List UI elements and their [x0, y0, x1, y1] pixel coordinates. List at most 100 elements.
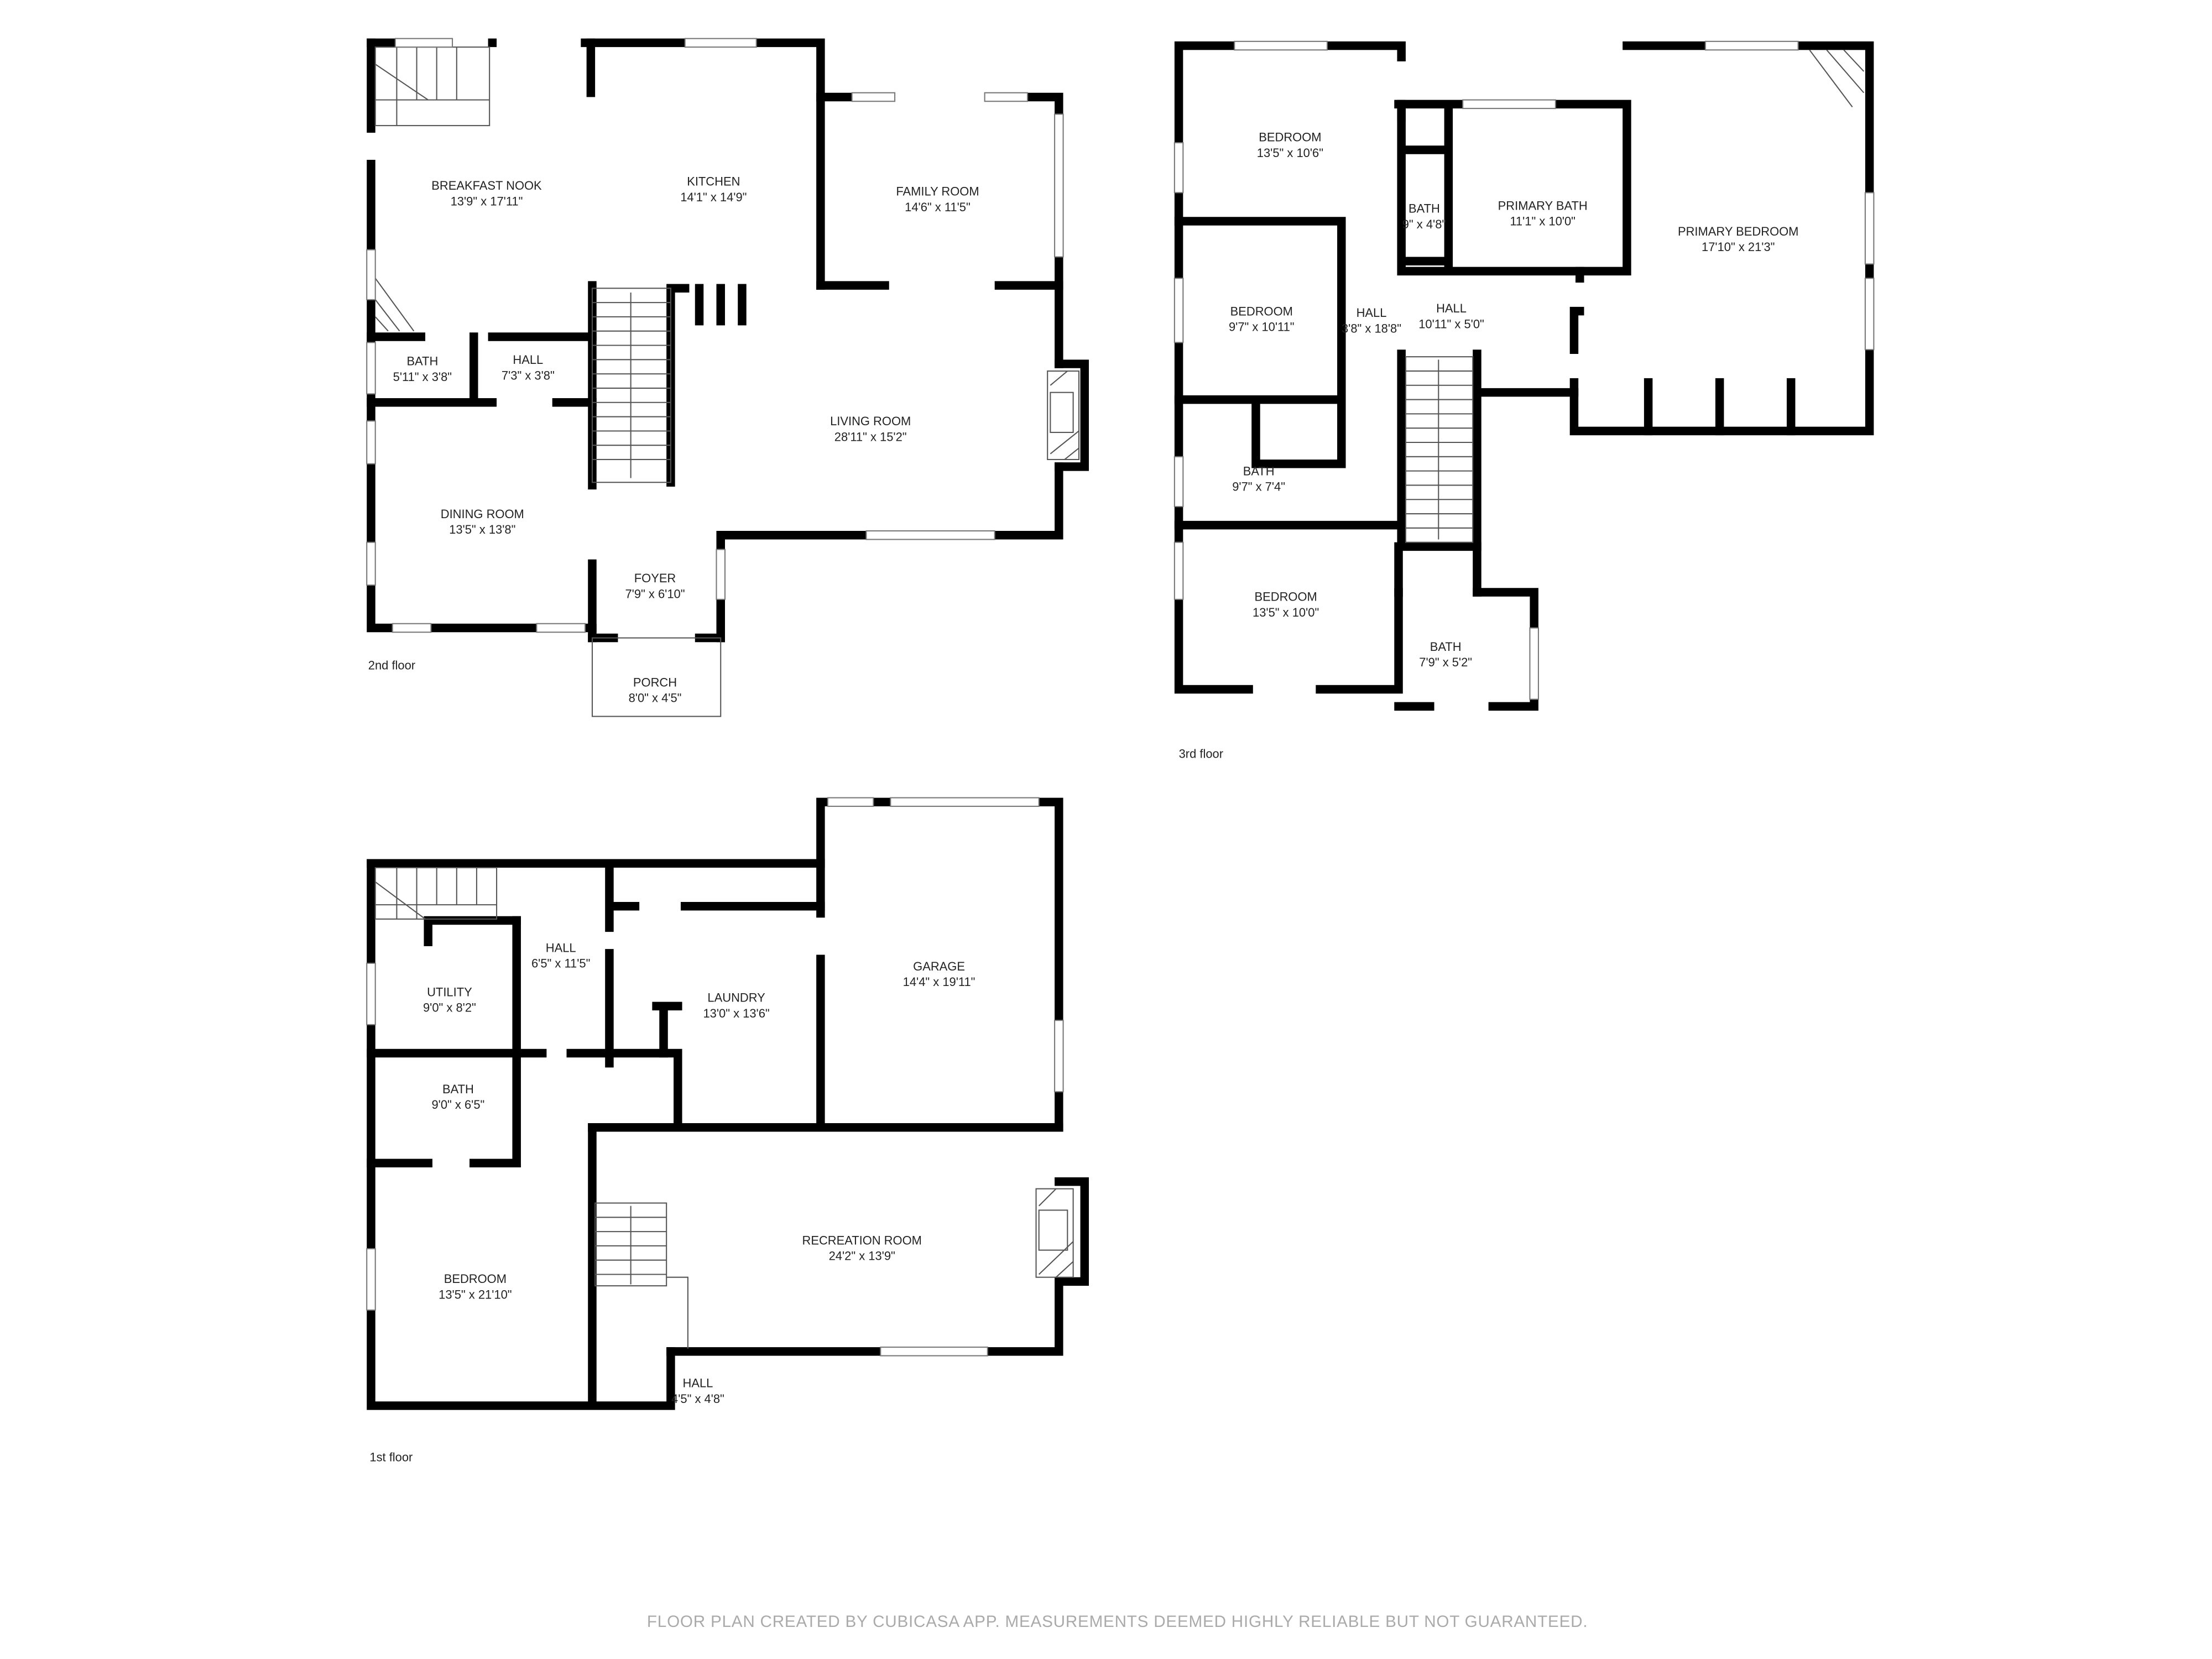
room-size: 10'11" x 5'0" [1418, 317, 1484, 331]
room-size: 14'4" x 19'11" [903, 975, 975, 989]
room-name: BEDROOM [444, 1272, 507, 1286]
room-size: 13'5" x 21'10" [439, 1287, 512, 1301]
walls [367, 797, 1089, 1410]
room-name: LAUNDRY [707, 991, 765, 1005]
room-name: UTILITY [427, 985, 472, 999]
room-size: 7'9" x 5'2" [1419, 655, 1472, 669]
room-size: 9'7" x 10'11" [1229, 320, 1295, 334]
room-name: HALL [1436, 301, 1467, 315]
stairs [374, 46, 671, 483]
floor-label: 2nd floor [368, 658, 415, 672]
room-size: 14'1" x 14'9" [680, 190, 747, 204]
room-name: LIVING ROOM [830, 414, 911, 428]
room-size: 9'7" x 7'4" [1232, 480, 1285, 494]
fireplace-icon [1047, 370, 1079, 460]
walls [1174, 41, 1874, 711]
room-name: DINING ROOM [441, 507, 524, 521]
room-size: 13'5" x 10'0" [1253, 606, 1319, 619]
room-name: HALL [513, 353, 543, 367]
room-name: BEDROOM [1259, 130, 1321, 144]
room-size: 24'2" x 13'9" [829, 1249, 895, 1263]
windows [1173, 40, 1875, 700]
room-name: BATH [1408, 202, 1440, 216]
floor-label: 3rd floor [1179, 747, 1223, 760]
room-size: 13'9" x 17'11" [451, 195, 523, 208]
room-size: 8'0" x 4'5" [629, 691, 682, 705]
room-labels: BREAKFAST NOOK 13'9" x 17'11" KITCHEN 14'1… [393, 174, 979, 705]
room-name: HALL [546, 941, 576, 954]
room-size: 9'0" x 8'2" [423, 1001, 476, 1015]
stairs [374, 867, 688, 1349]
stairs [1405, 49, 1865, 543]
room-size: 17'10" x 21'3" [1702, 240, 1775, 254]
room-name: HALL [683, 1376, 713, 1390]
room-size: 3'8" x 18'8" [1342, 321, 1401, 335]
room-size: 13'5" x 10'6" [1257, 146, 1323, 160]
room-name: GARAGE [913, 959, 965, 973]
room-name: PRIMARY BEDROOM [1678, 225, 1798, 238]
room-name: BATH [1243, 464, 1275, 478]
windows [366, 38, 1064, 633]
windows [366, 797, 1064, 1357]
room-size: 4'5" x 4'8" [671, 1392, 724, 1406]
room-size: 11'1" x 10'0" [1510, 215, 1575, 228]
room-name: FOYER [634, 571, 676, 585]
room-name: HALL [1357, 306, 1387, 320]
room-size: 9'0" x 6'5" [431, 1098, 484, 1112]
room-name: PRIMARY BATH [1498, 199, 1588, 212]
room-size: 13'5" x 13'8" [449, 523, 515, 536]
room-name: BATH [406, 354, 438, 368]
room-name: BATH [1430, 640, 1462, 654]
room-name: FAMILY ROOM [896, 185, 979, 199]
room-name: RECREATION ROOM [802, 1233, 922, 1247]
room-size: 28'11" x 15'2" [834, 430, 907, 444]
room-name: BEDROOM [1230, 304, 1293, 318]
room-size: 7'9" x 6'10" [625, 587, 685, 601]
room-size: 7'3" x 3'8" [502, 368, 555, 382]
walls [367, 38, 1089, 643]
room-name: BATH [442, 1082, 474, 1096]
footer-disclaimer: FLOOR PLAN CREATED BY CUBICASA APP. MEAS… [647, 1613, 1588, 1631]
room-size: 14'6" x 11'5" [905, 200, 971, 214]
room-name: PORCH [633, 675, 677, 689]
room-name: KITCHEN [687, 174, 740, 188]
room-name: BEDROOM [1255, 589, 1317, 603]
floor-1st: HALL 6'5" x 11'5" UTILITY 9'0" x 8'2" LAUN… [366, 797, 1089, 1464]
floor-2nd: BREAKFAST NOOK 13'9" x 17'11" KITCHEN 14'1… [366, 38, 1089, 717]
porch-outline [591, 637, 722, 717]
room-size: 6'5" x 11'5" [531, 957, 590, 971]
floor-label: 1st floor [369, 1451, 413, 1464]
room-size: 9" x 4'8" [1402, 217, 1446, 231]
room-name: BREAKFAST NOOK [431, 179, 542, 192]
room-size: 13'0" x 13'6" [703, 1006, 769, 1020]
room-size: 5'11" x 3'8" [393, 370, 452, 384]
